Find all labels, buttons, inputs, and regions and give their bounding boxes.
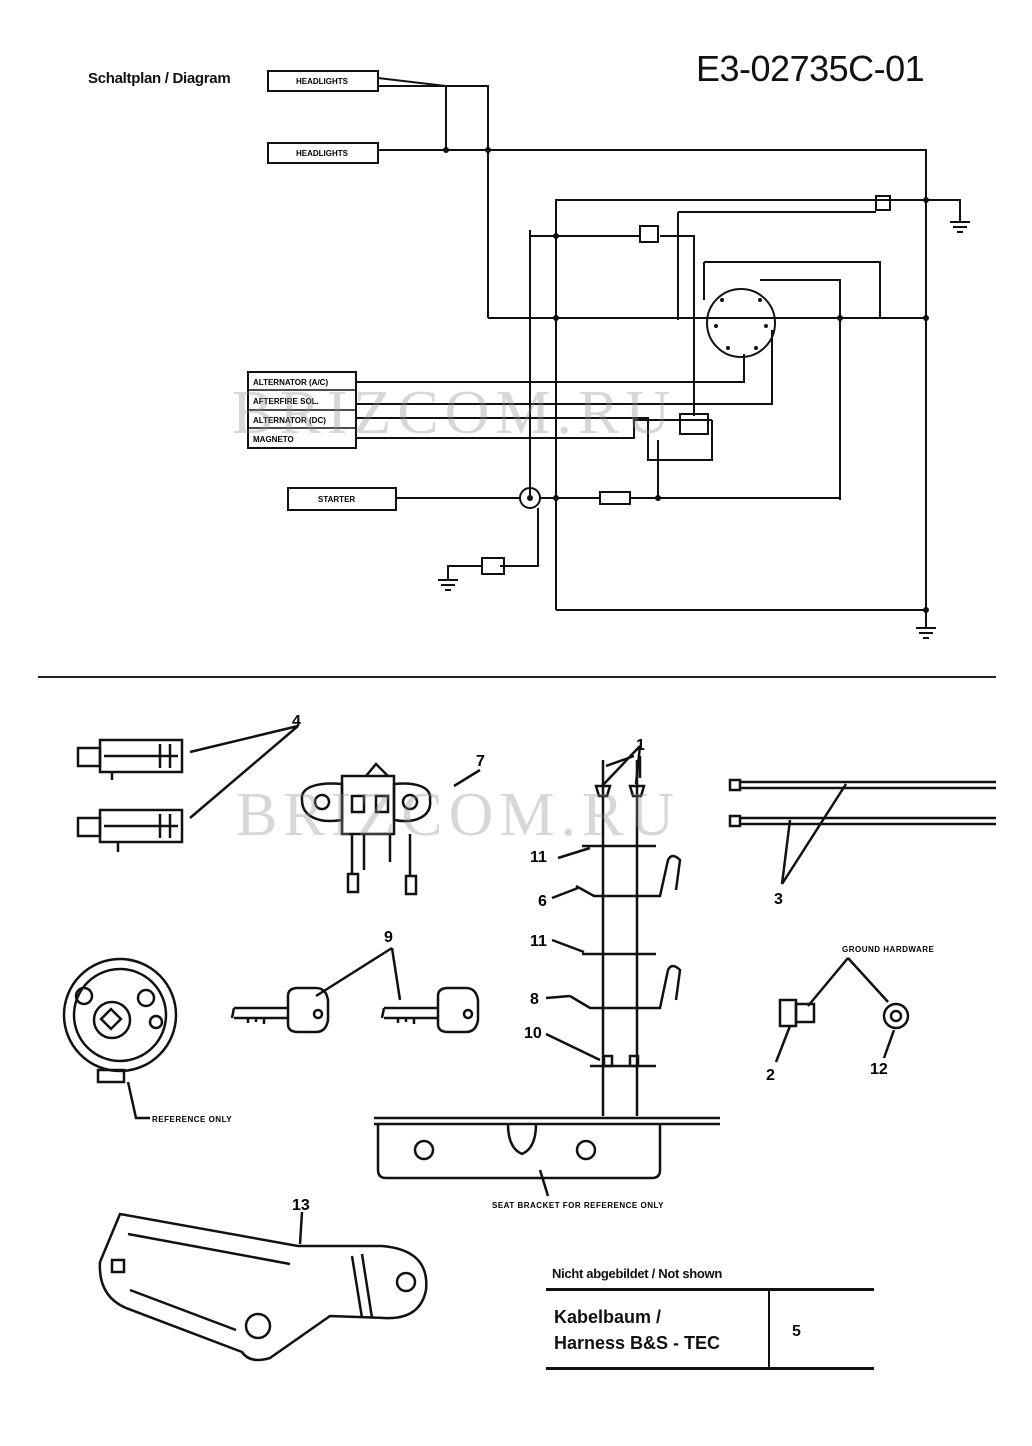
headlight-label-1: HEADLIGHTS xyxy=(296,77,349,86)
key-2 xyxy=(380,986,480,1034)
alternator-dc-label: ALTERNATOR (DC) xyxy=(253,416,326,425)
callout-11a: 11 xyxy=(530,849,547,866)
afterfire-label: AFTERFIRE SOL. xyxy=(253,397,319,406)
callout-9: 9 xyxy=(384,929,393,946)
headlight-box-1 xyxy=(267,70,379,92)
seat-bracket-label: SEAT BRACKET FOR REFERENCE ONLY xyxy=(492,1201,664,1210)
diagram-title-label: Schaltplan / Diagram xyxy=(88,70,231,87)
callout-6: 6 xyxy=(538,893,547,910)
headlight-label-2: HEADLIGHTS xyxy=(296,149,349,158)
not-shown-description-cell: Kabelbaum / Harness B&S - TEC xyxy=(546,1291,770,1367)
headlight-housing-2 xyxy=(76,808,184,852)
harness-label-line2: Harness B&S - TEC xyxy=(554,1333,721,1353)
magneto-label: MAGNETO xyxy=(253,435,294,444)
callout-1: 1 xyxy=(636,737,645,754)
headlight-housing-1 xyxy=(76,738,184,780)
callout-11b: 11 xyxy=(530,933,547,950)
not-shown-table: Kabelbaum / Harness B&S - TEC 5 xyxy=(546,1288,874,1370)
switch-part xyxy=(300,762,432,896)
ground-hardware-label: GROUND HARDWARE xyxy=(842,945,935,954)
callout-13: 13 xyxy=(292,1197,310,1214)
callout-10: 10 xyxy=(524,1025,542,1042)
callout-12: 12 xyxy=(870,1061,888,1078)
ground-bolt xyxy=(778,998,816,1028)
mounting-bracket xyxy=(98,1212,428,1362)
headlight-box-2 xyxy=(267,142,379,164)
seat-bracket xyxy=(374,1116,720,1180)
section-divider xyxy=(38,676,996,678)
callout-7: 7 xyxy=(476,753,485,770)
ignition-switch-symbol xyxy=(706,288,776,358)
not-shown-title: Nicht abgebildet / Not shown xyxy=(552,1266,722,1281)
harness-wires xyxy=(728,778,996,828)
harness-callout-number: 5 xyxy=(792,1323,801,1340)
starter-label: STARTER xyxy=(318,495,355,504)
alternator-ac-label: ALTERNATOR (A/C) xyxy=(253,378,328,387)
callout-4: 4 xyxy=(292,713,301,730)
part-code: E3-02735C-01 xyxy=(696,48,925,89)
callout-8: 8 xyxy=(530,991,539,1008)
key-1 xyxy=(230,986,330,1034)
ignition-switch-part xyxy=(62,957,178,1084)
harness-label-line1: Kabelbaum / xyxy=(554,1307,662,1327)
callout-3: 3 xyxy=(774,891,783,908)
reference-only-label: REFERENCE ONLY xyxy=(152,1115,232,1124)
wiring-diagram: HEADLIGHTS HEADLIGHTS ALTERNATOR (A/C) A… xyxy=(247,70,970,639)
callout-2: 2 xyxy=(766,1067,775,1084)
star-washer xyxy=(882,1002,910,1030)
